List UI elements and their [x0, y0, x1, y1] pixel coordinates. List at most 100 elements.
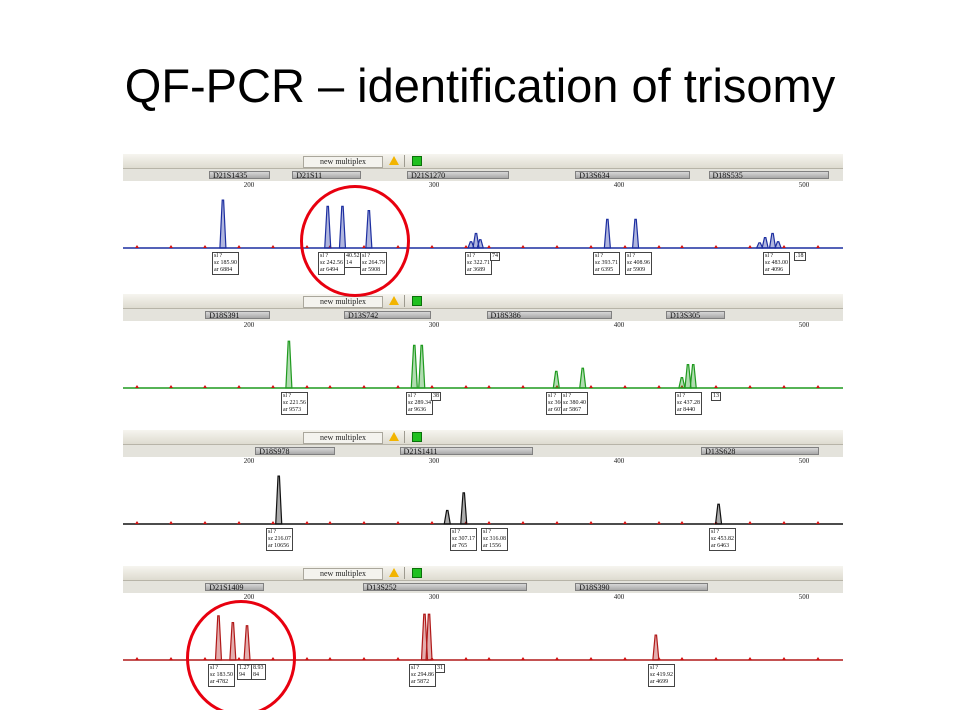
allele-peak — [467, 241, 475, 249]
allele-peak — [418, 344, 426, 389]
baseline-noise-mark — [714, 657, 718, 660]
x-tick-label: 500 — [798, 593, 810, 601]
baseline-noise-mark — [271, 245, 275, 248]
baseline-noise-mark — [464, 657, 468, 660]
multiplex-name-field[interactable]: new multiplex — [303, 296, 383, 308]
status-ok-icon[interactable] — [412, 568, 422, 578]
baseline-noise-mark — [589, 657, 593, 660]
allele-peak — [714, 503, 723, 525]
toolbar-divider — [404, 431, 405, 443]
allele-call-label: sl ? sz 393.71 ar 6395 — [593, 252, 620, 275]
allele-peak — [689, 364, 697, 389]
allele-peak — [603, 218, 612, 249]
marker-bin: D21S1270 — [406, 171, 509, 179]
allele-call-label: sl ? sz 380.40 ar 5867 — [561, 392, 588, 415]
allele-call-label: sl ? sz 437.28 ar 8440 — [675, 392, 702, 415]
baseline-noise-mark — [135, 521, 139, 524]
baseline-noise-mark — [782, 521, 786, 524]
baseline-noise-mark — [680, 245, 684, 248]
status-ok-icon[interactable] — [412, 156, 422, 166]
x-tick-label: 300 — [428, 181, 440, 189]
marker-bin: D13S305 — [665, 311, 726, 319]
baseline-noise-mark — [169, 657, 173, 660]
baseline-noise-mark — [237, 385, 241, 388]
baseline-noise-mark — [487, 521, 491, 524]
allele-peak — [443, 509, 451, 525]
baseline-noise-mark — [203, 385, 207, 388]
allele-call-label: sl ? sz 483.00 ar 4096 — [763, 252, 790, 275]
allele-call-label: sl ? sz 307.17 ar 765 — [450, 528, 477, 551]
allele-peak — [774, 241, 782, 249]
status-ok-icon[interactable] — [412, 432, 422, 442]
allele-peak — [476, 239, 485, 249]
multiplex-name-field[interactable]: new multiplex — [303, 568, 383, 580]
baseline-noise-mark — [464, 385, 468, 388]
allele-call-label: sl ? sz 221.56 ar 9573 — [281, 392, 308, 415]
baseline-noise-mark — [396, 657, 400, 660]
baseline-noise-mark — [555, 385, 559, 388]
marker-bin: D13S252 — [362, 583, 528, 591]
baseline-noise-mark — [589, 521, 593, 524]
x-tick-label: 300 — [428, 457, 440, 465]
allele-peak — [652, 634, 660, 661]
multiplex-name-field[interactable]: new multiplex — [303, 432, 383, 444]
toolbar-divider — [404, 155, 405, 167]
allele-peak — [755, 242, 764, 249]
toolbar-divider — [404, 295, 405, 307]
baseline-noise-mark — [203, 245, 207, 248]
allele-peak — [425, 613, 433, 661]
baseline-noise-mark — [328, 521, 332, 524]
baseline-noise-mark — [169, 521, 173, 524]
status-ok-icon[interactable] — [412, 296, 422, 306]
baseline-noise-mark — [521, 521, 525, 524]
x-tick-label: 500 — [798, 181, 810, 189]
allele-call-label: sl ? sz 408.96 ar 5909 — [625, 252, 652, 275]
baseline-noise-mark — [782, 245, 786, 248]
x-tick-label: 300 — [428, 593, 440, 601]
multiplex-name-field[interactable]: new multiplex — [303, 156, 383, 168]
allele-call-label: sl ? sz 294.86 ar 5872 — [409, 664, 436, 687]
x-tick-label: 400 — [613, 181, 625, 189]
baseline-noise-mark — [305, 657, 309, 660]
allele-call-label: .18 — [794, 252, 806, 261]
baseline-noise-mark — [680, 385, 684, 388]
baseline-noise-mark — [521, 385, 525, 388]
baseline-noise-mark — [328, 385, 332, 388]
marker-bin: D18S386 — [486, 311, 613, 319]
baseline-noise-mark — [555, 657, 559, 660]
marker-bin: D13S742 — [344, 311, 431, 319]
baseline-noise-mark — [623, 521, 627, 524]
baseline-noise-mark — [748, 385, 752, 388]
marker-bin: D18S391 — [205, 311, 271, 319]
panel-toolbar: new multiplex — [123, 430, 843, 445]
baseline-noise-mark — [816, 385, 820, 388]
baseline-noise-mark — [748, 657, 752, 660]
baseline-noise-mark — [305, 385, 309, 388]
baseline-noise-mark — [135, 245, 139, 248]
warning-icon[interactable] — [389, 296, 399, 305]
warning-icon[interactable] — [389, 432, 399, 441]
baseline-noise-mark — [430, 385, 434, 388]
baseline-noise-mark — [555, 245, 559, 248]
x-tick-label: 200 — [243, 593, 255, 601]
baseline-noise-mark — [555, 521, 559, 524]
baseline-noise-mark — [362, 385, 366, 388]
warning-icon[interactable] — [389, 156, 399, 165]
warning-icon[interactable] — [389, 568, 399, 577]
x-tick-label: 300 — [428, 321, 440, 329]
baseline-noise-mark — [623, 657, 627, 660]
panel-toolbar: new multiplex — [123, 566, 843, 581]
baseline-noise-mark — [623, 245, 627, 248]
baseline-noise-mark — [521, 657, 525, 660]
trisomy-highlight-circle — [186, 600, 296, 710]
baseline-noise-mark — [714, 245, 718, 248]
baseline-noise-mark — [271, 521, 275, 524]
baseline-noise-mark — [816, 521, 820, 524]
baseline-noise-mark — [816, 657, 820, 660]
